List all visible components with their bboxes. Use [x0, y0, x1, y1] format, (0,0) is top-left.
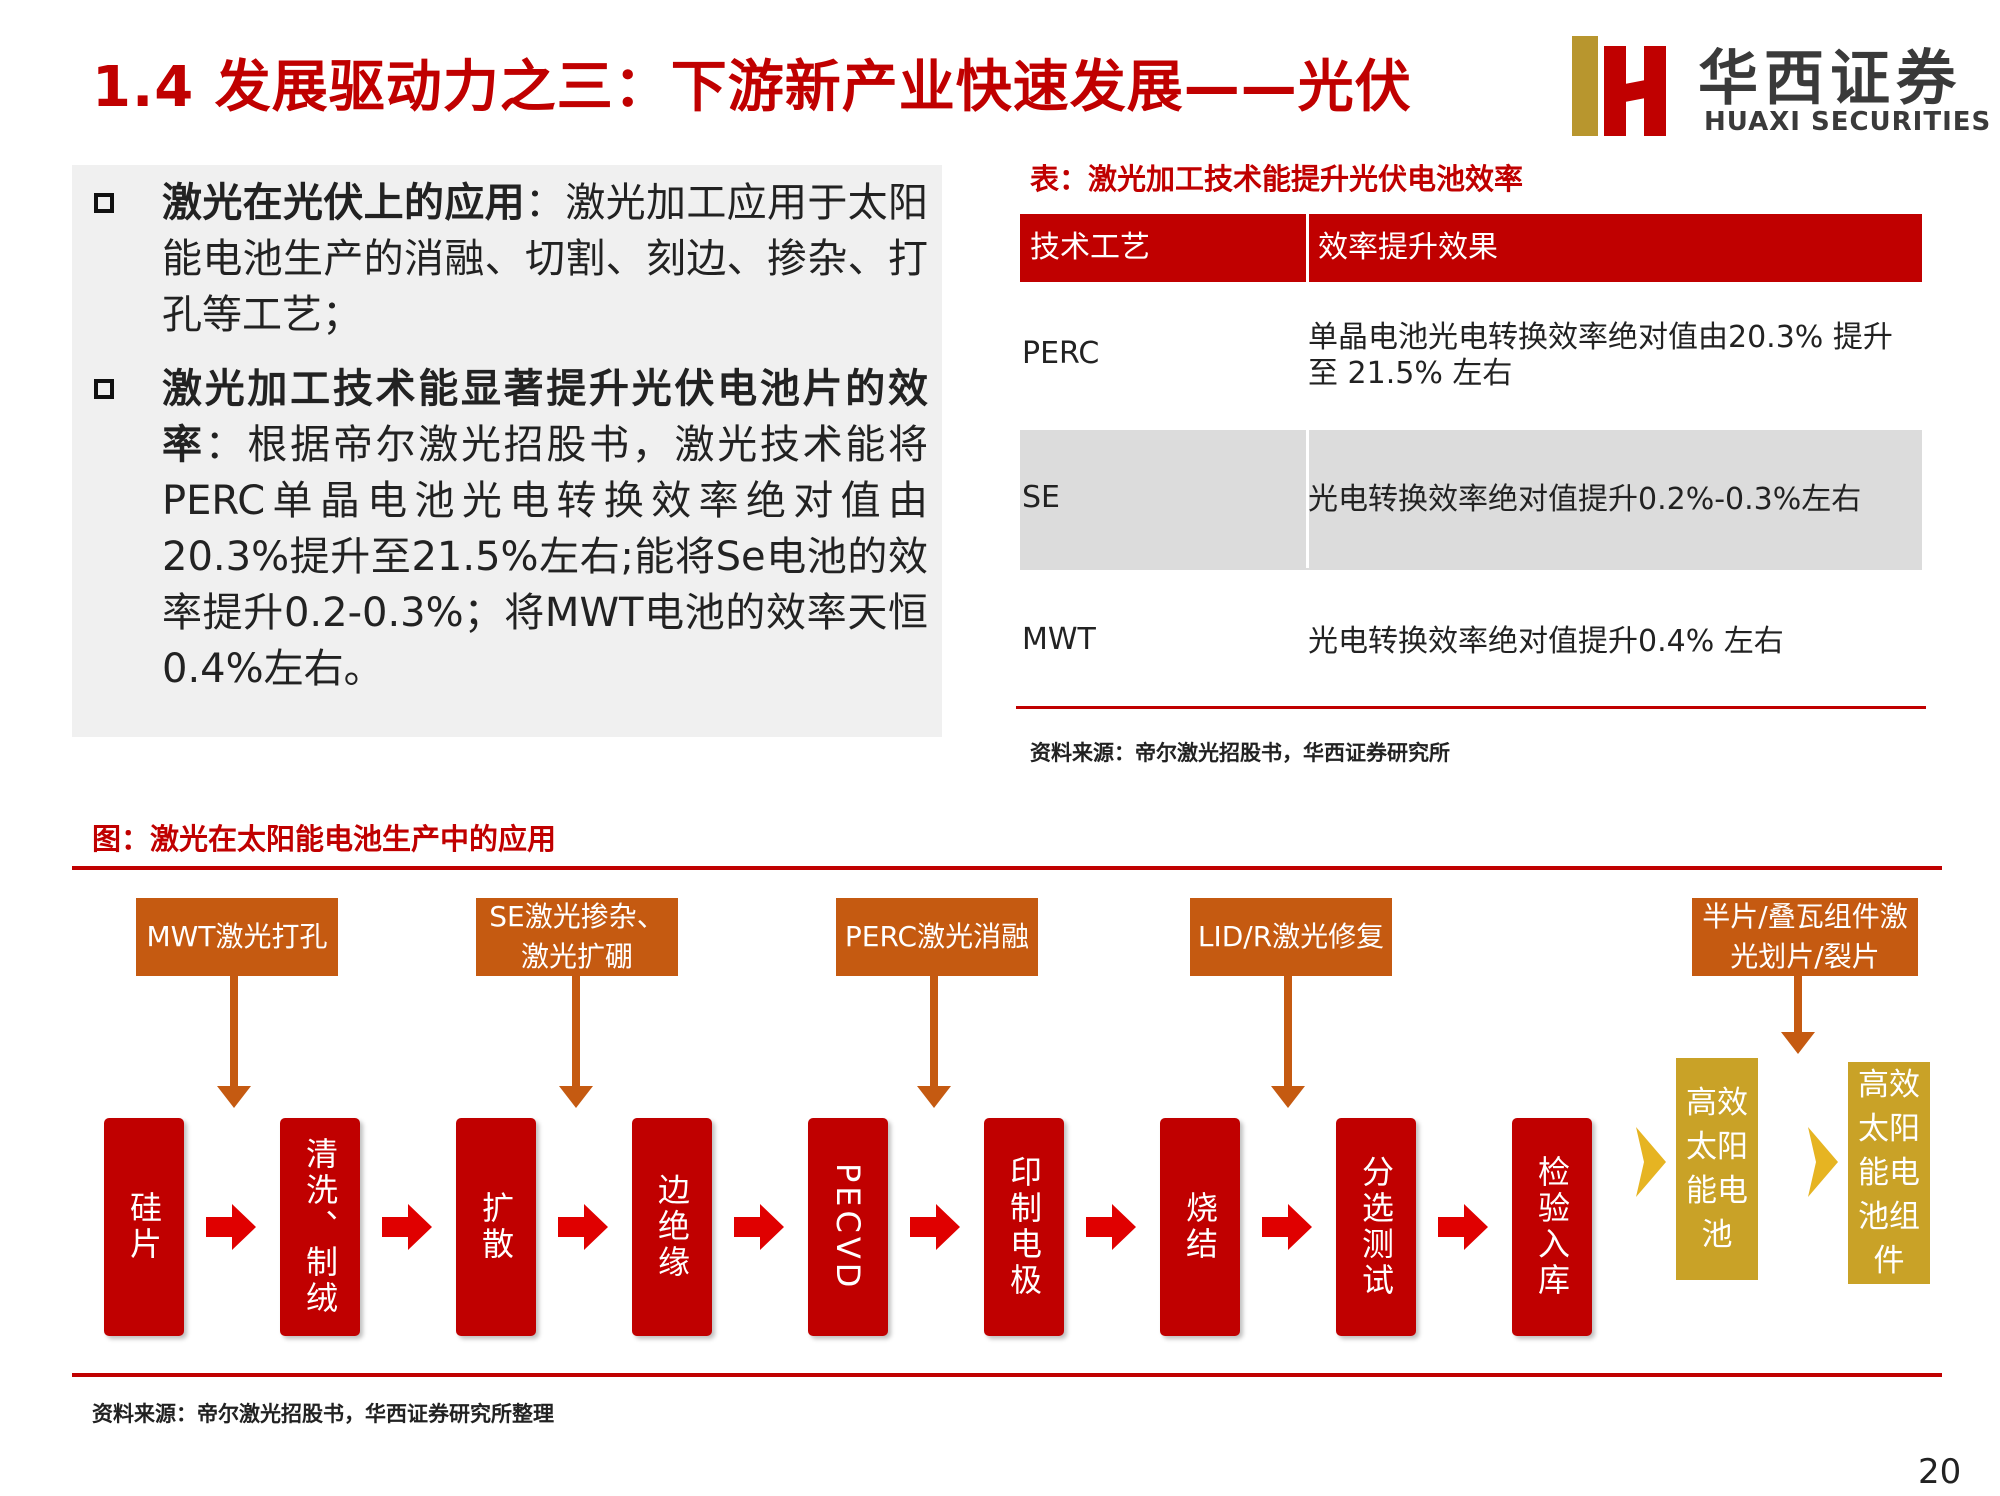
- technique-arrow-stem: [230, 976, 238, 1088]
- process-step-label: 扩散: [477, 1191, 515, 1263]
- page-number: 20: [1918, 1452, 1962, 1492]
- technique-label: PERC激光消融: [844, 920, 1030, 953]
- figure-bottom-rule: [72, 1373, 1942, 1377]
- down-arrow-icon: [217, 1086, 251, 1108]
- figure-top-rule: [72, 866, 1942, 870]
- gold-chevron-icon: [1808, 1127, 1838, 1197]
- right-arrow-icon: [734, 1204, 784, 1250]
- process-step-sorting-test: 分选测试: [1336, 1118, 1416, 1336]
- key-point-2: 激光加工技术能显著提升光伏电池片的效率：根据帝尔激光招股书，激光技术能将PERC…: [162, 361, 928, 697]
- table-source: 资料来源：帝尔激光招股书，华西证券研究所: [1030, 741, 1450, 765]
- technique-box-half-cell: 半片/叠瓦组件激光划片/裂片: [1692, 898, 1918, 976]
- process-step-label: 烧结: [1181, 1191, 1219, 1263]
- gold-chevron-icon: [1636, 1127, 1666, 1197]
- logo-english-name: HUAXI SECURITIES: [1704, 107, 1992, 137]
- table-cell-effect: 单晶电池光电转换效率绝对值由20.3% 提升至 21.5% 左右: [1308, 320, 1893, 391]
- right-arrow-icon: [382, 1204, 432, 1250]
- process-step-label: 硅片: [125, 1191, 163, 1263]
- table-column-divider: [1306, 214, 1309, 568]
- table-row: SE 光电转换效率绝对值提升0.2%-0.3%左右: [1020, 430, 1922, 570]
- process-step-pecvd: PECVD: [808, 1118, 888, 1336]
- figure-source: 资料来源：帝尔激光招股书，华西证券研究所整理: [92, 1402, 554, 1426]
- process-step-label: 边绝缘: [653, 1173, 691, 1281]
- process-step-label: 分选测试: [1357, 1155, 1395, 1299]
- process-step-label: 检验入库: [1533, 1155, 1571, 1299]
- huaxi-logo-mark: [1572, 36, 1666, 136]
- bullet-square-icon: [94, 379, 114, 399]
- table-cell-effect: 光电转换效率绝对值提升0.2%-0.3%左右: [1308, 482, 1862, 517]
- right-arrow-icon: [1086, 1204, 1136, 1250]
- key-point-1: 激光在光伏上的应用：激光加工应用于太阳能电池生产的消融、切割、刻边、掺杂、打孔等…: [162, 175, 928, 343]
- page-title: 1.4 发展驱动力之三：下游新产业快速发展——光伏: [92, 55, 1412, 120]
- table-cell-process: SE: [1022, 480, 1060, 515]
- down-arrow-icon: [1271, 1086, 1305, 1108]
- technique-arrow-stem: [572, 976, 580, 1088]
- table-row: MWT 光电转换效率绝对值提升0.4% 左右: [1020, 572, 1922, 704]
- right-arrow-icon: [206, 1204, 256, 1250]
- technique-arrow-stem: [1284, 976, 1292, 1088]
- technique-box-mwt: MWT激光打孔: [136, 898, 338, 976]
- table-header: 技术工艺 效率提升效果: [1020, 214, 1922, 282]
- output-box-solar-module: 高效太阳能电池组件: [1848, 1062, 1930, 1284]
- technique-arrow-stem: [930, 976, 938, 1088]
- table-cell-process: MWT: [1022, 622, 1096, 657]
- table-cell-effect: 光电转换效率绝对值提升0.4% 左右: [1308, 624, 1784, 659]
- process-step-edge-isolation: 边绝缘: [632, 1118, 712, 1336]
- right-arrow-icon: [1262, 1204, 1312, 1250]
- process-step-label: 清洗、制绒: [301, 1137, 339, 1317]
- output-label: 高效太阳能电池: [1686, 1085, 1748, 1253]
- technique-box-lid: LID/R激光修复: [1190, 898, 1392, 976]
- table-bottom-rule: [1016, 706, 1926, 709]
- figure-caption: 图：激光在太阳能电池生产中的应用: [92, 822, 557, 856]
- technique-label: SE激光掺杂、激光扩硼: [489, 900, 665, 973]
- down-arrow-icon: [559, 1086, 593, 1108]
- right-arrow-icon: [1438, 1204, 1488, 1250]
- process-step-print-electrode: 印制电极: [984, 1118, 1064, 1336]
- technique-arrow-stem: [1794, 976, 1802, 1034]
- right-arrow-icon: [910, 1204, 960, 1250]
- process-step-label: 印制电极: [1005, 1155, 1043, 1299]
- technique-box-se: SE激光掺杂、激光扩硼: [476, 898, 678, 976]
- right-arrow-icon: [558, 1204, 608, 1250]
- process-step-label: PECVD: [829, 1162, 867, 1292]
- bullet-square-icon: [94, 193, 114, 213]
- process-step-sintering: 烧结: [1160, 1118, 1240, 1336]
- process-step-diffusion: 扩散: [456, 1118, 536, 1336]
- process-step-inspection: 检验入库: [1512, 1118, 1592, 1336]
- down-arrow-icon: [1781, 1032, 1815, 1054]
- output-box-solar-cell: 高效太阳能电池: [1676, 1058, 1758, 1280]
- technique-label: MWT激光打孔: [146, 920, 328, 953]
- key-point-2-text: ：根据帝尔激光招股书，激光技术能将PERC单晶电池光电转换效率绝对值由20.3%…: [162, 422, 929, 692]
- table-header-process: 技术工艺: [1030, 230, 1150, 265]
- logo-chinese-name: 华西证券: [1698, 44, 1962, 114]
- key-points-panel: 激光在光伏上的应用：激光加工应用于太阳能电池生产的消融、切割、刻边、掺杂、打孔等…: [72, 165, 942, 737]
- technique-label: 半片/叠瓦组件激光划片/裂片: [1702, 900, 1908, 973]
- key-point-1-text: ：激光加工应用于太阳能电池生产的消融、切割、刻边、掺杂、打孔等工艺；: [162, 180, 928, 338]
- key-point-2-heading: 激光加工技术能显著提升光伏电池片的效率: [162, 366, 928, 468]
- technique-label: LID/R激光修复: [1197, 920, 1385, 953]
- table-caption: 表：激光加工技术能提升光伏电池效率: [1030, 162, 1524, 196]
- process-step-cleaning: 清洗、制绒: [280, 1118, 360, 1336]
- output-label: 高效太阳能电池组件: [1858, 1067, 1920, 1279]
- table-header-effect: 效率提升效果: [1318, 230, 1498, 265]
- table-cell-process: PERC: [1022, 336, 1100, 371]
- table-row: PERC 单晶电池光电转换效率绝对值由20.3% 提升至 21.5% 左右: [1020, 282, 1922, 428]
- key-point-1-heading: 激光在光伏上的应用: [162, 180, 525, 226]
- down-arrow-icon: [917, 1086, 951, 1108]
- process-step-wafer: 硅片: [104, 1118, 184, 1336]
- technique-box-perc: PERC激光消融: [836, 898, 1038, 976]
